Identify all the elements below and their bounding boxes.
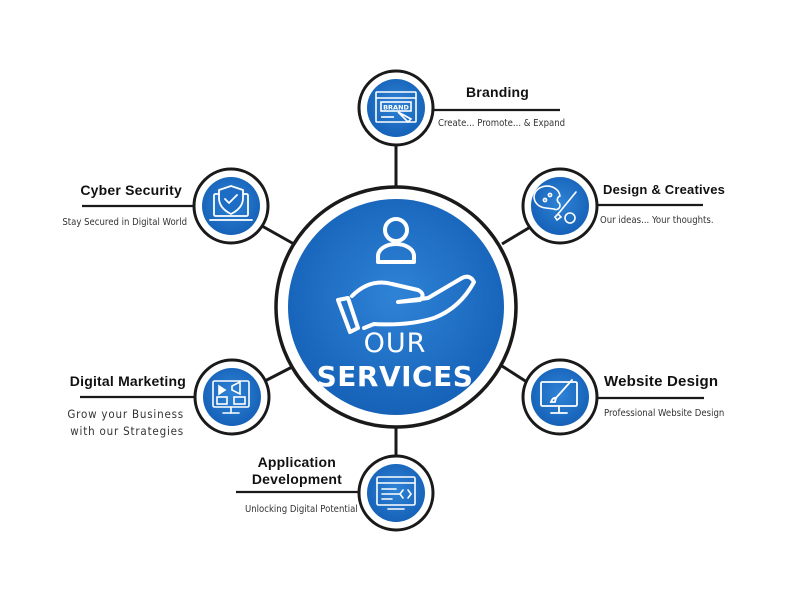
- appdev-title-line1: Application: [257, 454, 336, 470]
- hand-holding-person-icon: [336, 217, 476, 334]
- branding-title: Branding: [466, 84, 530, 100]
- design-subtitle: Our ideas... Your thoughts.: [600, 215, 714, 226]
- code-window-icon: [376, 476, 416, 510]
- marketing-subtitle-line1: Grow your Business: [67, 407, 184, 421]
- node-cyber: [192, 167, 270, 245]
- cyber-subtitle: Stay Secured in Digital World: [62, 217, 187, 228]
- node-marketing: [193, 358, 271, 436]
- megaphone-screen-icon: [212, 380, 250, 414]
- label-underlines: [80, 108, 704, 494]
- website-title: Website Design: [604, 373, 719, 390]
- branding-subtitle: Create... Promote... & Expand: [438, 118, 566, 129]
- node-website: [521, 358, 599, 436]
- brand-icon-text: BRAND: [383, 104, 409, 112]
- marketing-title: Digital Marketing: [69, 373, 186, 389]
- marketing-subtitle-line2: with our Strategies: [70, 424, 184, 438]
- node-design: [521, 167, 599, 245]
- website-subtitle: Professional Website Design: [604, 408, 725, 419]
- palette-brush-icon: [533, 185, 577, 224]
- connector-lines: [261, 145, 533, 458]
- brand-browser-icon: [375, 91, 417, 124]
- design-title: Design & Creatives: [603, 182, 726, 197]
- node-branding: BRAND: [357, 69, 435, 147]
- node-appdev: [357, 454, 435, 532]
- shield-laptop-icon: [209, 185, 253, 221]
- appdev-title-line2: Development: [251, 471, 342, 487]
- center-label-services: SERVICES: [316, 360, 474, 393]
- cyber-title: Cyber Security: [80, 182, 182, 198]
- center-label-our: OUR: [363, 328, 427, 359]
- appdev-subtitle: Unlocking Digital Potential: [245, 504, 358, 515]
- monitor-brush-icon: [540, 379, 578, 414]
- center-node: [274, 185, 518, 429]
